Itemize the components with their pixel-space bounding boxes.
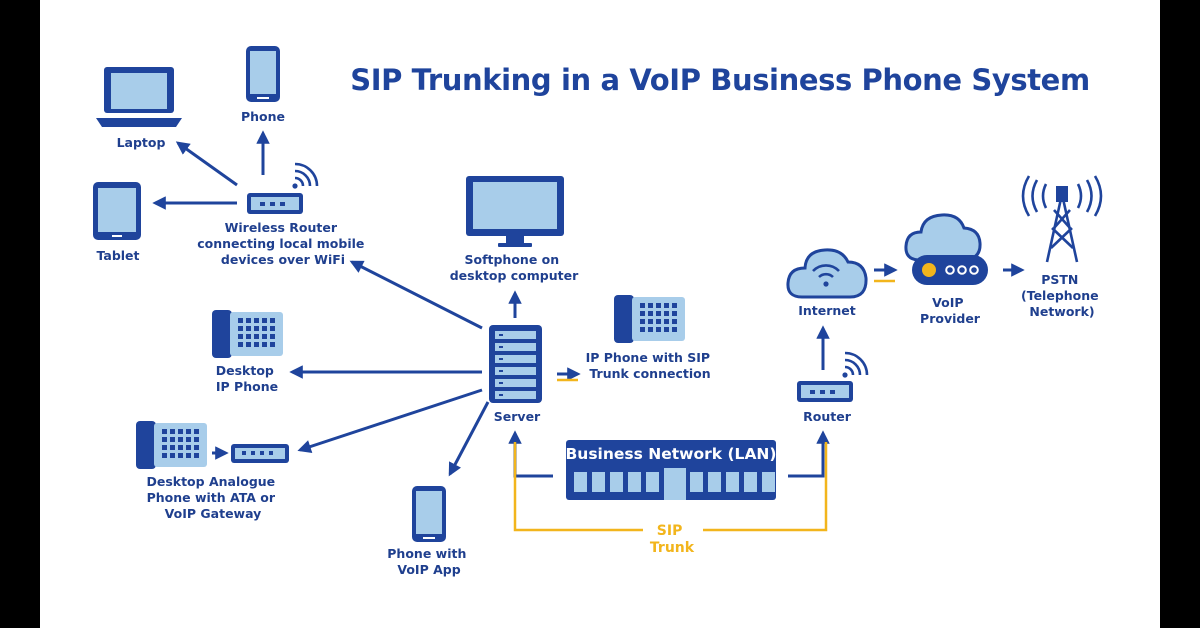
monitor-icon bbox=[466, 176, 564, 247]
sip-trunk-line-right bbox=[703, 442, 828, 532]
server-icon bbox=[489, 325, 542, 403]
desk-phone-icon bbox=[212, 310, 283, 358]
label-voip-app: Phone with VoIP App bbox=[387, 546, 470, 577]
tablet-icon bbox=[93, 182, 141, 240]
arrow-server-to-analogue-phone bbox=[297, 388, 483, 454]
arrow-server-to-voip-app bbox=[448, 401, 490, 477]
label-sip-trunk: SIP Trunk bbox=[650, 523, 695, 556]
network-switch-icon: Business Network (LAN) bbox=[565, 440, 777, 500]
ata-device-icon bbox=[231, 444, 289, 463]
laptop-icon bbox=[96, 67, 182, 127]
label-server: Server bbox=[494, 409, 541, 424]
arrow-server-to-wireless-router bbox=[349, 260, 483, 330]
label-wireless-router: Wireless Router connecting local mobile … bbox=[197, 220, 368, 267]
label-internet: Internet bbox=[798, 303, 856, 318]
smartphone-icon bbox=[246, 46, 280, 102]
cloud-provider-icon bbox=[904, 213, 988, 285]
sip-trunk-line-left bbox=[513, 442, 643, 532]
wireless-router-icon bbox=[247, 162, 319, 214]
label-ip-phone-sip: IP Phone with SIP Trunk connection bbox=[586, 350, 715, 381]
smartphone-icon bbox=[412, 486, 446, 542]
lan-label: Business Network (LAN) bbox=[565, 445, 776, 463]
label-router: Router bbox=[803, 409, 852, 424]
desk-phone-icon bbox=[136, 421, 207, 469]
label-pstn: PSTN (Telephone Network) bbox=[1021, 272, 1103, 319]
cloud-wifi-icon bbox=[786, 248, 868, 299]
label-desktop-ip-phone: Desktop IP Phone bbox=[216, 363, 278, 394]
label-tablet: Tablet bbox=[96, 248, 139, 263]
page-title: SIP Trunking in a VoIP Business Phone Sy… bbox=[350, 63, 1090, 97]
connectors bbox=[152, 130, 1025, 532]
label-phone: Phone bbox=[241, 109, 285, 124]
cell-tower-icon bbox=[1021, 175, 1103, 263]
label-analogue-phone: Desktop Analogue Phone with ATA or VoIP … bbox=[146, 474, 279, 521]
router-icon bbox=[797, 351, 869, 402]
label-laptop: Laptop bbox=[117, 135, 166, 150]
label-softphone: Softphone on desktop computer bbox=[450, 252, 579, 283]
arrow-router-to-laptop bbox=[175, 141, 238, 187]
desk-phone-icon bbox=[614, 295, 685, 343]
label-voip-provider: VoIP Provider bbox=[920, 295, 981, 326]
arrow-lan-to-server bbox=[508, 430, 553, 478]
arrow-lan-to-router bbox=[788, 430, 830, 478]
